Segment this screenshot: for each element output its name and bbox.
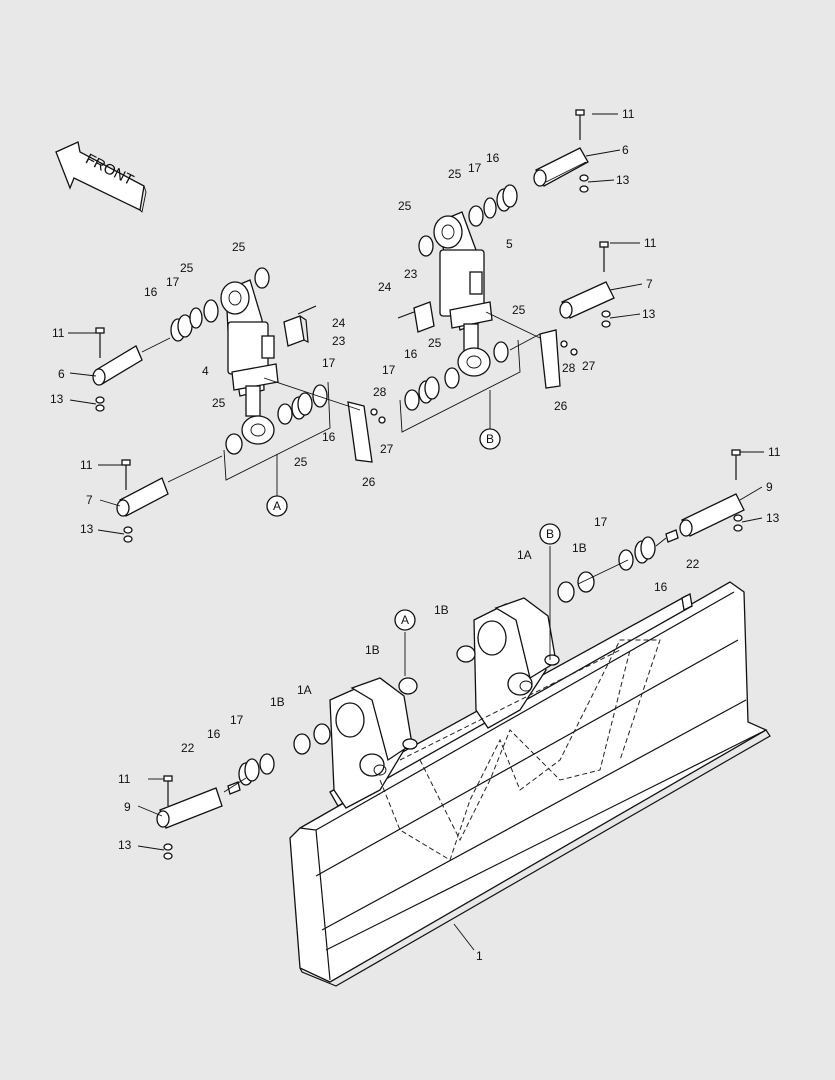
callout-16: 16 (486, 151, 500, 165)
callout-11: 11 (768, 445, 781, 459)
callout-11: 11 (52, 326, 65, 340)
callout-25: 25 (512, 303, 526, 317)
callout-6: 6 (622, 143, 629, 157)
group-a-marker-blade: A (394, 609, 416, 631)
callout-11: 11 (644, 236, 657, 250)
svg-text:A: A (273, 499, 281, 513)
callout-25: 25 (294, 455, 308, 469)
cylinder-right (433, 211, 493, 377)
callout-25: 25 (232, 240, 246, 254)
fittings-and-clamps (227, 301, 679, 795)
callout-1: 1 (476, 949, 483, 963)
callout-25: 25 (428, 336, 442, 350)
callout-11: 11 (622, 107, 635, 121)
callout-9: 9 (766, 480, 773, 494)
callout-13: 13 (118, 838, 132, 852)
seals-and-bushings (170, 184, 656, 786)
assembly-lines (141, 161, 667, 793)
callout-4: 4 (202, 364, 209, 378)
callout-16: 16 (144, 285, 158, 299)
callout-26: 26 (554, 399, 568, 413)
callout-27: 27 (582, 359, 596, 373)
callout-24: 24 (378, 280, 392, 294)
callout-22: 22 (686, 557, 700, 571)
group-b-marker: B (479, 428, 501, 450)
callout-25: 25 (398, 199, 412, 213)
callout-13: 13 (642, 307, 656, 321)
callout-11: 11 (118, 772, 131, 786)
callout-17: 17 (230, 713, 244, 727)
callout-labels: 1 1A 1A 1B 1B 1B 1B 4 5 6 6 7 7 9 9 11 1… (50, 107, 781, 963)
callout-28: 28 (373, 385, 387, 399)
callout-16: 16 (322, 430, 336, 444)
svg-text:B: B (546, 527, 554, 541)
callout-13: 13 (616, 173, 630, 187)
nuts (95, 174, 743, 860)
callout-24: 24 (332, 316, 346, 330)
callout-7: 7 (646, 277, 653, 291)
callout-6: 6 (58, 367, 65, 381)
callout-13: 13 (766, 511, 780, 525)
callout-23: 23 (404, 267, 418, 281)
callout-17: 17 (166, 275, 180, 289)
callout-1b: 1B (572, 541, 587, 555)
callout-7: 7 (86, 493, 93, 507)
callout-16: 16 (207, 727, 221, 741)
callout-1a: 1A (517, 548, 532, 562)
callout-16: 16 (404, 347, 418, 361)
callout-17: 17 (322, 356, 336, 370)
front-arrow-icon: FRONT (55, 141, 147, 213)
callout-27: 27 (380, 442, 394, 456)
callout-22: 22 (181, 741, 195, 755)
callout-leaders (68, 113, 764, 951)
svg-text:B: B (486, 432, 494, 446)
pins (92, 147, 745, 829)
svg-text:A: A (401, 613, 409, 627)
callout-1b: 1B (365, 643, 380, 657)
cylinder-left (220, 279, 279, 445)
callout-25: 25 (448, 167, 462, 181)
blade-assembly (289, 581, 771, 987)
bolts (95, 109, 741, 806)
callout-11: 11 (80, 458, 93, 472)
callout-16: 16 (654, 580, 668, 594)
callout-9: 9 (124, 800, 131, 814)
callout-13: 13 (80, 522, 94, 536)
callout-25: 25 (212, 396, 226, 410)
callout-17: 17 (594, 515, 608, 529)
callout-13: 13 (50, 392, 64, 406)
callout-26: 26 (362, 475, 376, 489)
callout-23: 23 (332, 334, 346, 348)
callout-17: 17 (468, 161, 482, 175)
callout-1b: 1B (270, 695, 285, 709)
callout-28: 28 (562, 361, 576, 375)
group-a-marker: A (266, 495, 288, 517)
callout-1a: 1A (297, 683, 312, 697)
group-b-marker-blade: B (539, 523, 561, 545)
callout-1b: 1B (434, 603, 449, 617)
callout-25: 25 (180, 261, 194, 275)
callout-5: 5 (506, 237, 513, 251)
callout-17: 17 (382, 363, 396, 377)
